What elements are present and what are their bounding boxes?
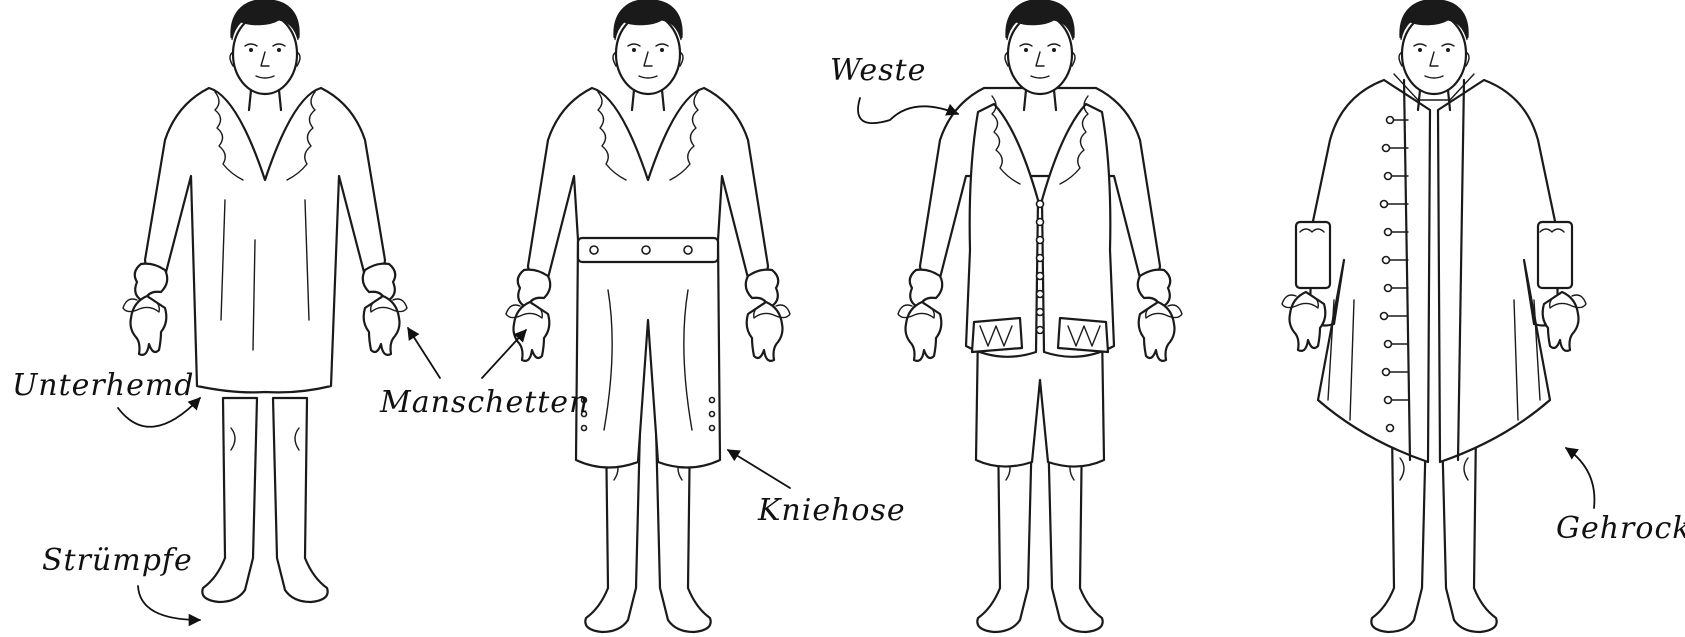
label-kniehose: Kniehose — [757, 493, 906, 528]
label-unterhemd-group: Unterhemd — [12, 368, 200, 427]
figure-1 — [123, 0, 407, 602]
label-manschetten-group: Manschetten — [379, 328, 589, 420]
arrow-gehrock — [1566, 448, 1594, 508]
label-struempfe: Strümpfe — [42, 543, 193, 578]
label-gehrock-group: Gehrock — [1556, 448, 1685, 546]
arrow-manschetten-left — [408, 328, 440, 378]
label-gehrock: Gehrock — [1556, 511, 1685, 546]
arrow-kniehose — [728, 450, 790, 488]
arrow-weste — [858, 98, 958, 123]
label-unterhemd: Unterhemd — [12, 368, 194, 403]
label-kniehose-group: Kniehose — [728, 450, 906, 528]
figure-3 — [898, 0, 1182, 632]
figure-4 — [1282, 0, 1586, 632]
label-weste: Weste — [830, 53, 926, 88]
arrow-manschetten-right — [482, 330, 526, 378]
figure-2 — [506, 0, 790, 632]
arrow-struempfe — [138, 586, 200, 620]
label-weste-group: Weste — [830, 53, 958, 123]
label-manschetten: Manschetten — [379, 385, 589, 420]
label-struempfe-group: Strümpfe — [42, 543, 200, 620]
